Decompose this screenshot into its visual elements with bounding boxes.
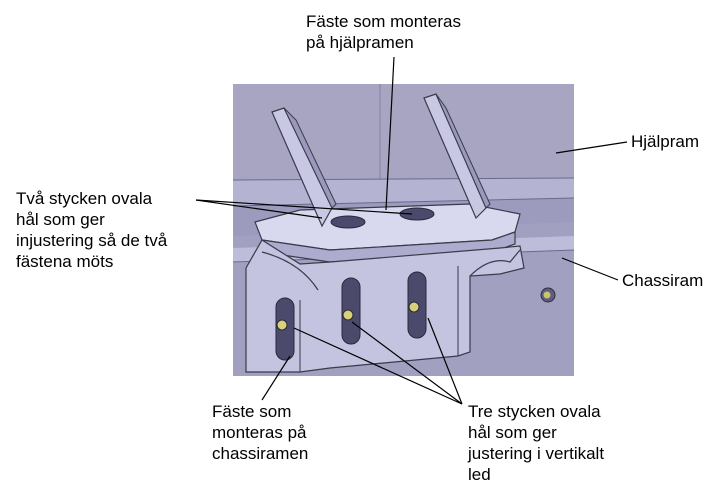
upper-slot xyxy=(330,215,366,229)
bolt xyxy=(408,301,420,313)
upper-slot xyxy=(399,207,435,221)
label-bracket-subframe: Fäste som monteras på hjälpramen xyxy=(306,12,461,52)
bolt xyxy=(276,319,288,331)
bolt xyxy=(342,309,354,321)
label-two-slots: Två stycken ovala hål som ger injusterin… xyxy=(16,189,168,271)
label-subframe: Hjälpram xyxy=(631,132,700,151)
leader-lines xyxy=(195,56,628,405)
label-bracket-chassis: Fäste som monteras på chassiramen xyxy=(212,402,309,463)
label-three-slots: Tre stycken ovala hål som ger justering … xyxy=(468,402,605,484)
label-chassis-frame: Chassiram xyxy=(622,271,704,290)
upper-bracket xyxy=(254,93,521,263)
lower-bracket xyxy=(245,239,525,373)
